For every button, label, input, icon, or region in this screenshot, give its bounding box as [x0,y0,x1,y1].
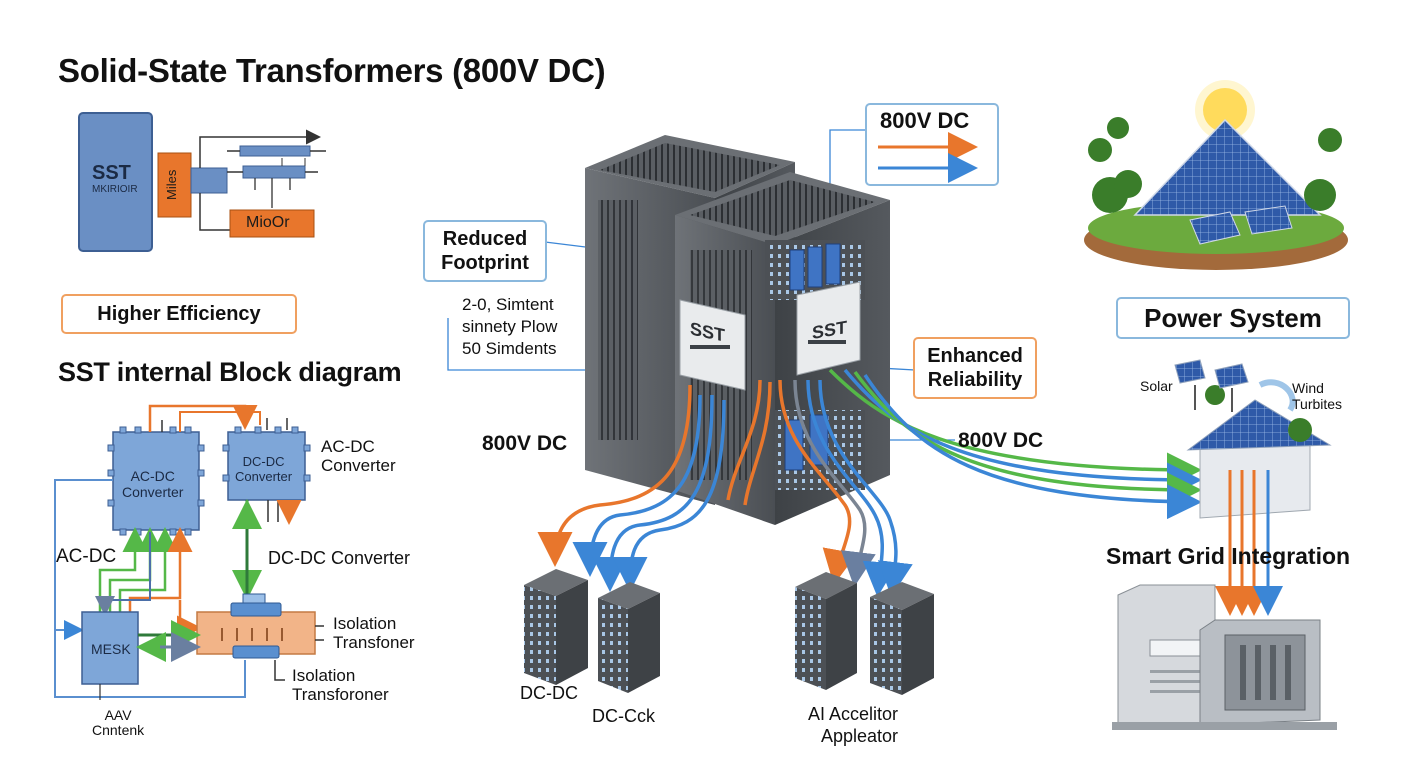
dc-legend-title: 800V DC [880,108,970,133]
motor-label: MioOr [246,214,290,231]
dc-legend-box [865,103,999,186]
reduced-footprint-label: Reduced Footprint [423,220,547,282]
dc-dc-converter-label: DC-DC Converter [268,548,411,568]
connector-block [190,167,228,194]
smart-grid-equipment [1112,584,1337,730]
miles-block [157,152,192,218]
dc-label-left: 800V DC [482,432,568,455]
sst-cabinets [585,135,890,525]
top-left-sst-block [78,112,326,252]
server-racks [524,569,934,695]
solar-farm-illustration [1084,80,1348,270]
dc-dc-block-label: DC-DC Converter [235,454,293,484]
dc-cck-rack-label: DC-Cck [592,706,655,726]
motor-block [229,209,315,238]
dc-dc-block [227,431,306,501]
solar-label: Solar [1140,378,1173,394]
mesk-block [81,611,139,685]
sst-block [78,112,153,252]
sst-sublabel: MKIRIOIR [92,184,138,195]
legend-arrows [878,132,978,183]
simtent-note: 2-0, Simtent sinnety Plow 50 Simdents [462,295,558,358]
ac-dc-converter-side-label: AC-DC Converter [321,437,396,475]
page-title: Solid-State Transformers (800V DC) [58,52,606,89]
aav-label: AAV Cnntenk [92,707,145,738]
dc-dc-rack-label: DC-DC [520,683,578,703]
higher-efficiency-label: Higher Efficiency [61,294,297,334]
wind-turbines-label: Wind Turbites [1292,380,1343,412]
sst-label: SST [92,162,131,184]
isolation-label-1: Isolation Transfoner [333,614,415,652]
center-cables [537,368,1202,597]
ai-accelerator-label: AI Accelitor Appleator [808,704,899,746]
block-diagram-heading: SST internal Block diagram [58,357,402,387]
mesk-label: MESK [91,641,131,657]
power-system-house [1174,359,1332,616]
power-system-label: Power System [1116,297,1350,339]
dc-label-right: 800V DC [958,429,1044,452]
enhanced-reliability-label: Enhanced Reliability [913,337,1037,399]
miles-label: Miles [164,169,179,200]
internal-block-diagram [54,404,324,700]
ac-dc-block-label: AC-DC Converter [122,468,184,500]
ac-dc-label: AC-DC [56,546,117,567]
smart-grid-label: Smart Grid Integration [1106,543,1351,569]
isolation-label-2: Isolation Transforoner [292,666,389,704]
